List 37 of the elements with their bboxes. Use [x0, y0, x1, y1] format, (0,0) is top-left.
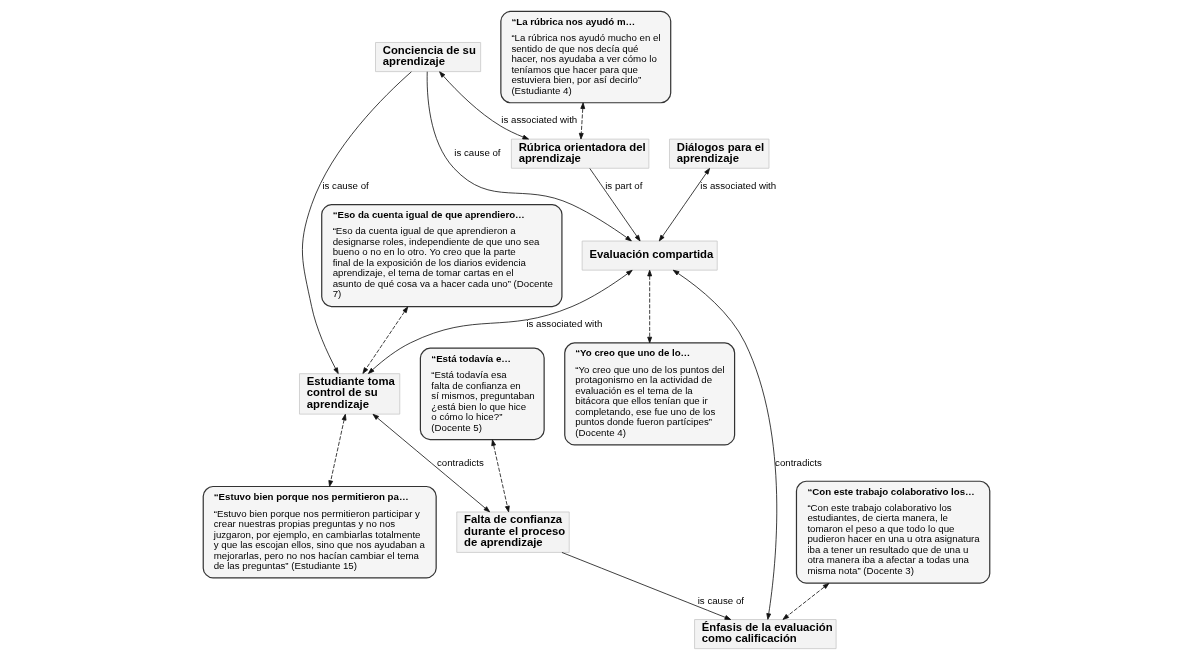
edge-label: is cause of	[453, 147, 501, 159]
node-box: Conciencia de su aprendizaje	[374, 42, 481, 72]
node-box: Énfasis de la evaluación como calificación	[693, 619, 836, 650]
edge-label: contradicts	[774, 456, 822, 468]
arrow	[301, 71, 412, 374]
arrow	[658, 168, 710, 242]
edge-label: is cause of	[321, 179, 369, 191]
arrow	[646, 269, 652, 344]
arrow	[561, 552, 731, 620]
arrow	[367, 269, 633, 374]
arrow	[672, 269, 777, 620]
node-box: Rúbrica orientadora del aprendizaje	[510, 138, 649, 169]
node-box: “Estuvo bien porque nos permitieron pa… “Estuvo bien porque nos permitieron participar y crear nuestras propias preguntas y no nos juzgaron, por ejemplo, en cambiarlas totalmente y que las escojan ellos, sino que nos ayudaban a mejorarlas, pero no nos hacían cambiar el tema de las preguntas” (Estudiante 15)	[202, 485, 437, 579]
node-box: “Con este trabajo colaborativo los… “Con este trabajo colaborativo los estudiantes, de cierta manera, le tomaron el peso a que todo lo que pudieron hacer en una u otra asignatura iba a tener un resultado que de una u otra manera iba a afectar a todas una misma nota” (Docente 3)	[795, 480, 990, 584]
edge-label: is associated with	[525, 318, 602, 330]
arrow	[578, 102, 585, 140]
node-box: Falta de confianza durante el proceso de aprendizaje	[455, 511, 570, 553]
edge-label: is associated with	[500, 114, 577, 126]
node-box: “Yo creo que uno de lo… “Yo creo que uno de los puntos del protagonismo en la actividad de evaluación es el tema de la bitácora que ellos tenían que ir completando, ese fue uno de los puntos donde fueron partícipes” (Docente 4)	[563, 342, 735, 446]
node-box: “La rúbrica nos ayudó m… “La rúbrica nos ayudó mucho en el sentido de que nos decía qué hacer, nos ayudaba a ver cómo lo teníamos que hacer para que estuviera bien, por así decirlo” (Estudiante 4)	[499, 10, 671, 104]
node-box: “Eso da cuenta igual de que aprendiero… “Eso da cuenta igual de que aprendieron a designarse roles, independiente de que uno sea bueno o no en lo otro. Yo creo que la parte final de la exposición de los diarios evidencia aprendizaje, el tema de tomar cartas en el asunto de qué cosa va a hacer cada uno” (Docente 7)	[320, 204, 563, 308]
arrow	[362, 306, 408, 374]
arrow	[588, 168, 640, 242]
node-box: “Está todavía e… “Está todavía esa falta de confianza en sí mismos, preguntaban ¿está bien lo que hice o cómo lo hice?” (Docente 5)	[419, 347, 545, 441]
arrow	[327, 413, 346, 487]
arrow	[490, 439, 510, 513]
edge-label: contradicts	[436, 456, 484, 468]
arrow	[426, 71, 632, 242]
node-box: Diálogos para el aprendizaje	[668, 138, 769, 169]
arrow	[372, 413, 490, 513]
edge-label: is part of	[604, 179, 642, 191]
arrow	[438, 71, 529, 140]
arrow	[782, 583, 829, 620]
edge-label: is cause of	[697, 594, 744, 606]
node-box: Evaluación compartida	[581, 240, 718, 271]
node-box: Estudiante toma control de su aprendizaje	[298, 373, 400, 415]
edge-label: is associated with	[699, 179, 776, 191]
